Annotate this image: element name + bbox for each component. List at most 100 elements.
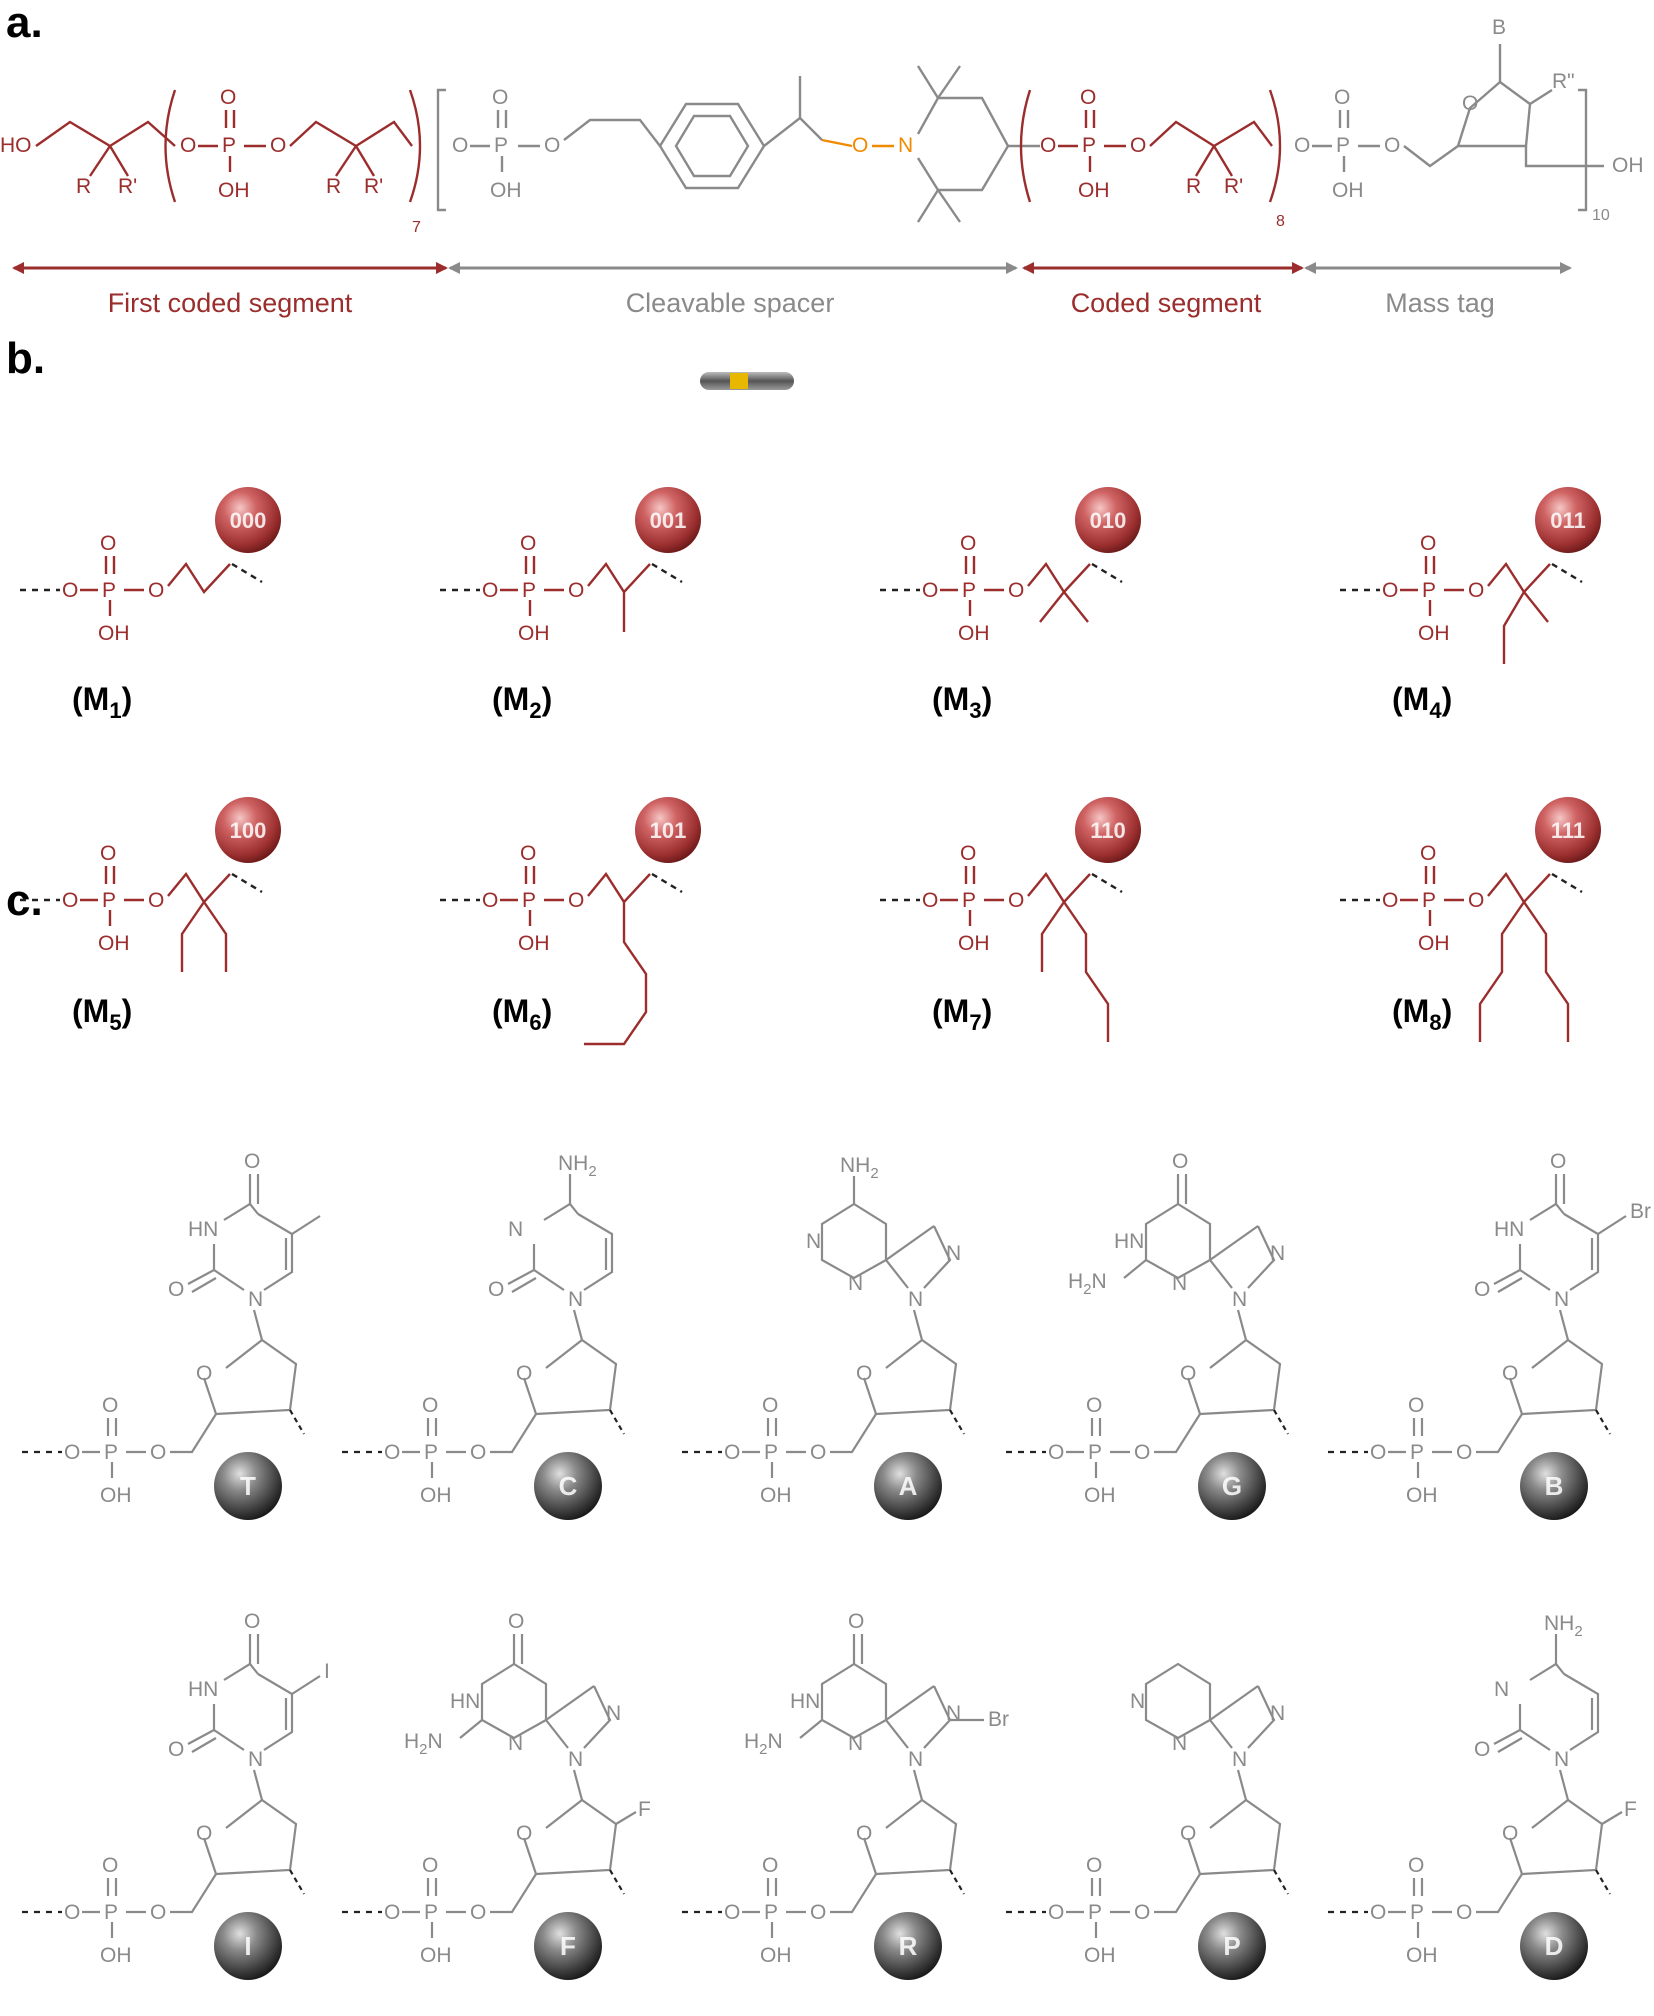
oxygen-label: O — [1370, 1441, 1386, 1464]
monomer-label: (M7) — [932, 993, 992, 1035]
bond — [1529, 1662, 1565, 1681]
oxygen-label: O — [520, 532, 536, 555]
nucleotide-ball-icon — [1198, 1452, 1266, 1520]
linker — [1403, 145, 1459, 168]
ring-oxygen-label: O — [1502, 1362, 1518, 1385]
hydroxyl-label: OH — [218, 179, 250, 202]
code-ball-icon — [635, 797, 701, 863]
oxygen-label: O — [102, 1394, 118, 1417]
oxygen-label: O — [244, 1610, 260, 1633]
pyrimidine-ring — [257, 1673, 294, 1751]
nitrogen-label: N — [568, 1288, 583, 1311]
repeat-close-paren — [408, 89, 422, 203]
bond — [223, 1202, 259, 1221]
double-bond — [766, 1418, 778, 1436]
monomer-label: (M4) — [1392, 681, 1452, 723]
nitrogen-label: N — [606, 1702, 621, 1725]
ring-oxygen-label: O — [196, 1362, 212, 1385]
double-bond — [426, 1878, 438, 1896]
linker — [1476, 1873, 1523, 1914]
code-ball-icon — [1535, 797, 1601, 863]
nitrogen-label: N — [1270, 1702, 1285, 1725]
terminal-hydroxyl-label: OH — [1612, 154, 1644, 177]
cleavable-bond — [821, 138, 853, 148]
pyrimidine-ring — [820, 1202, 888, 1280]
r-prime-group-label: R' — [1224, 175, 1243, 198]
sugar-ring — [522, 1798, 618, 1876]
halogen-label: Br — [1630, 1200, 1651, 1223]
binary-code-label: 010 — [1090, 508, 1127, 533]
chain-continuation — [609, 1869, 625, 1895]
halogen-label: Br — [988, 1708, 1009, 1731]
oxygen-label: O — [1370, 1901, 1386, 1924]
linker — [830, 1873, 877, 1914]
sugar-ring — [1508, 1338, 1604, 1416]
oxygen-label: O — [762, 1394, 778, 1417]
base-label: B — [1492, 16, 1506, 39]
ring-nitrogen-label: N — [1494, 1678, 1509, 1701]
bond — [213, 1269, 245, 1291]
ring-nitrogen-label: HN — [1114, 1230, 1144, 1253]
monomer-label: (M5) — [72, 993, 132, 1035]
ring-oxygen-label: O — [856, 1822, 872, 1845]
double-bond — [104, 866, 116, 884]
imidazole-ring — [544, 1685, 612, 1749]
oxygen-label: O — [508, 1610, 524, 1633]
oxygen-label: O — [62, 579, 78, 602]
r-prime-group-label: R' — [364, 175, 383, 198]
imidazole-ring — [1208, 1225, 1276, 1289]
chain-continuation — [231, 872, 263, 894]
ring-nitrogen-label: HN — [188, 1678, 218, 1701]
nitrogen-label: N — [806, 1230, 821, 1253]
sugar-ring — [1186, 1338, 1282, 1416]
phosphorus-label: P — [102, 889, 116, 912]
bond — [543, 1202, 579, 1221]
oxygen-label: O — [64, 1901, 80, 1924]
chain-continuation — [289, 1869, 305, 1895]
ring-oxygen-label: O — [1462, 92, 1478, 115]
outer-bracket-open — [436, 88, 446, 212]
oxygen-label: O — [100, 532, 116, 555]
chain-continuation — [1273, 1409, 1289, 1435]
oxygen-label: O — [810, 1901, 826, 1924]
chain-continuation — [1091, 562, 1123, 584]
oxygen-label: O — [220, 86, 236, 109]
glycosidic-bond — [912, 1769, 924, 1801]
binary-code-label: 001 — [650, 508, 687, 533]
double-bond — [224, 110, 236, 128]
glycosidic-bond — [1236, 1309, 1248, 1341]
fluorine-label: F — [638, 1798, 651, 1821]
nucleotide-ball-icon — [214, 1452, 282, 1520]
imidazole-ring — [884, 1685, 952, 1749]
backbone — [289, 120, 413, 148]
nitrogen-label: N — [508, 1732, 523, 1755]
oxygen-label: O — [270, 134, 286, 157]
double-bond — [964, 556, 976, 574]
code-ball-icon — [215, 487, 281, 553]
ring-nitrogen-label: HN — [790, 1690, 820, 1713]
oxygen-label: O — [488, 1278, 504, 1301]
carbonyl — [187, 1269, 217, 1293]
chain-continuation — [1551, 872, 1583, 894]
backbone — [1149, 120, 1273, 148]
phosphorus-label: P — [424, 1441, 438, 1464]
double-bond — [106, 1878, 118, 1896]
hydroxyl-label: OH — [518, 932, 550, 955]
alkyl-backbone — [1027, 561, 1091, 623]
oxygen-label: O — [724, 1441, 740, 1464]
nitrogen-label: N — [568, 1748, 583, 1771]
pyrimidine-ring — [1144, 1662, 1212, 1740]
nucleotide-letter-label: T — [240, 1471, 256, 1501]
oxygen-label: O — [1382, 579, 1398, 602]
pyrimidine-ring — [577, 1213, 614, 1291]
ring-nitrogen-label: HN — [450, 1690, 480, 1713]
binary-code-label: 111 — [1551, 818, 1585, 843]
phosphorus-label: P — [222, 134, 236, 157]
ring-oxygen-label: O — [1180, 1822, 1196, 1845]
mass-tag-label: Mass tag — [1385, 288, 1495, 318]
oxygen-label: O — [168, 1738, 184, 1761]
linker — [170, 1873, 217, 1914]
